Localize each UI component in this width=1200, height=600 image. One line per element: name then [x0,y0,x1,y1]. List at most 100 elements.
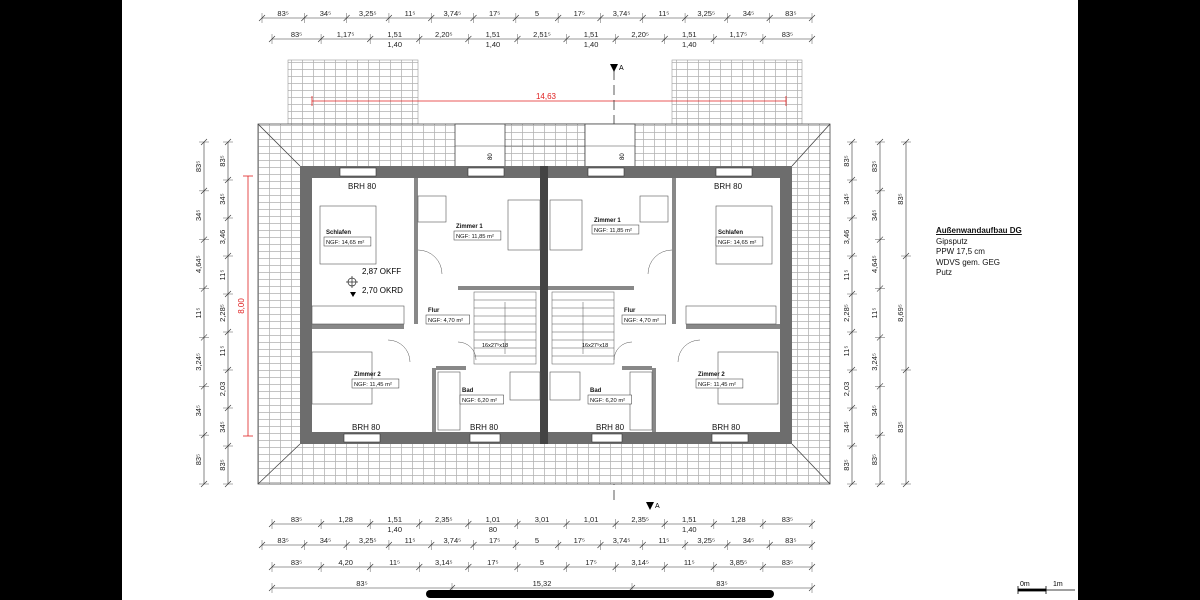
dimension-label: 34⁵ [194,210,203,221]
brh-label-bc2: BRH 80 [596,423,625,432]
dimension-label: 83⁵ [194,454,203,465]
dimension-label: 34⁵ [218,421,227,432]
bath-left [437,371,461,431]
dimension-label: 34⁵ [320,9,331,18]
dimension-label: 3,74⁵ [613,536,631,545]
room-area: NGF: 11,45 m² [354,382,392,388]
dimension-label: 1,51 [387,30,402,39]
dimension-label: 34⁵ [218,193,227,204]
section-marker-bottom: A [655,503,660,510]
scale-bar [1017,586,1075,594]
wardrobe-right [685,305,777,325]
dimension-label: 2,28⁵ [842,304,851,322]
dimension-label: 5 [540,558,544,567]
level-okff: 2,87 OKFF [362,267,401,276]
dimension-label: 1,17⁵ [337,30,355,39]
level-okrd: 2,70 OKRD [362,286,403,295]
dimension-label: 1,28 [731,515,746,524]
dimension-label: 83⁵ [782,558,793,567]
desk-4 [639,195,669,223]
room-area-box [587,394,632,405]
dimension-label: 11⁵ [218,346,227,357]
bed-zimmer2-left [311,351,373,405]
dimension-label: 83⁵ [291,30,302,39]
dimension-label: 11⁵ [842,346,851,357]
dimension-label: 3,24⁵ [194,353,203,371]
wardrobe-left [311,305,405,325]
room-name: Schlafen [326,230,351,236]
room-name: Zimmer 1 [456,224,483,230]
brh-label-tr: BRH 80 [714,182,743,191]
dimension-label: 11⁵ [842,270,851,281]
bath-right [629,371,653,431]
room-area: NGF: 11,85 m² [456,234,494,240]
stair-treads-right [552,299,614,357]
dimension-label: 1,51 [387,515,402,524]
bed-left [319,205,377,265]
dimension-label: 3,74⁵ [444,536,462,545]
room-area: NGF: 14,65 m² [326,240,364,246]
dimension-label: 1,17⁵ [730,30,748,39]
dimension-label: 1,28 [338,515,353,524]
dimension-label: 3,24⁵ [870,353,879,371]
dimension-label: 3,14⁵ [435,558,453,567]
dormer-width-right: 80 [620,153,626,160]
balcony-left [287,59,419,125]
dimension-label: 11⁵ [684,558,695,567]
dimension-lines [199,13,911,593]
stair-treads-left [474,299,536,357]
dimension-label: 83⁵ [870,161,879,172]
stair-label-left: 16x27⁵x18 [482,342,508,349]
dimension-label: 3,01 [535,515,550,524]
dimension-label: 34⁵ [842,193,851,204]
dimension-label: 83⁵ [782,515,793,524]
dimension-label: 3,25⁵ [359,536,377,545]
dimension-label: 83⁵ [218,459,227,470]
window-top-1 [339,167,377,177]
brh-label-bc1: BRH 80 [470,423,499,432]
brh-label-bl: BRH 80 [352,423,381,432]
dimension-label: 4,64⁵ [194,255,203,273]
dimension-label: 3,46 [842,230,851,245]
stairs [473,291,615,365]
dimension-label: 2,28⁵ [218,304,227,322]
dimension-label: 3,46 [218,230,227,245]
dimension-label: 2,35⁵ [435,515,453,524]
room-name: Flur [624,308,636,314]
brh-label-tl: BRH 80 [348,182,377,191]
window-bot-2 [469,433,501,443]
desk-1 [417,195,447,223]
windows [339,167,753,443]
wall-left [300,166,312,444]
section-arrow-bottom-icon [646,502,654,510]
dimension-label: 83⁵ [356,579,367,588]
dimension-label: 4,64⁵ [870,255,879,273]
dimension-label: 2,35⁵ [631,515,649,524]
dimension-label: 17⁵ [489,536,500,545]
dimension-label: 83⁵ [277,536,288,545]
room-area-box [591,224,640,235]
dimension-label: 17⁵ [574,9,585,18]
dimension-label: 3,85⁵ [730,558,748,567]
dimension-label: 83⁵ [896,193,905,204]
dimension-sublabel: 1,40 [387,40,402,49]
stair-label-right: 16x27⁵x18 [582,342,608,349]
dimension-sublabel: 80 [489,525,497,534]
dimension-label: 11⁵ [658,9,669,18]
room-area-box [459,394,504,405]
room-name: Bad [462,388,474,394]
dimension-label: 3,74⁵ [444,9,462,18]
dimension-label: 3,14⁵ [631,558,649,567]
scale-end: 1m [1053,581,1063,588]
room-area: NGF: 11,85 m² [594,228,632,234]
window-top-3 [587,167,625,177]
dimension-sublabel: 1,40 [682,40,697,49]
dimension-label: 8,69⁵ [896,304,905,322]
room-area: NGF: 6,20 m² [590,398,625,404]
room-area: NGF: 4,70 m² [624,318,659,324]
dimension-label: 17⁵ [574,536,585,545]
dimension-label: 2,51⁵ [533,30,551,39]
dimension-label: 83⁵ [291,515,302,524]
window-bot-1 [343,433,381,443]
dimension-label: 34⁵ [743,9,754,18]
